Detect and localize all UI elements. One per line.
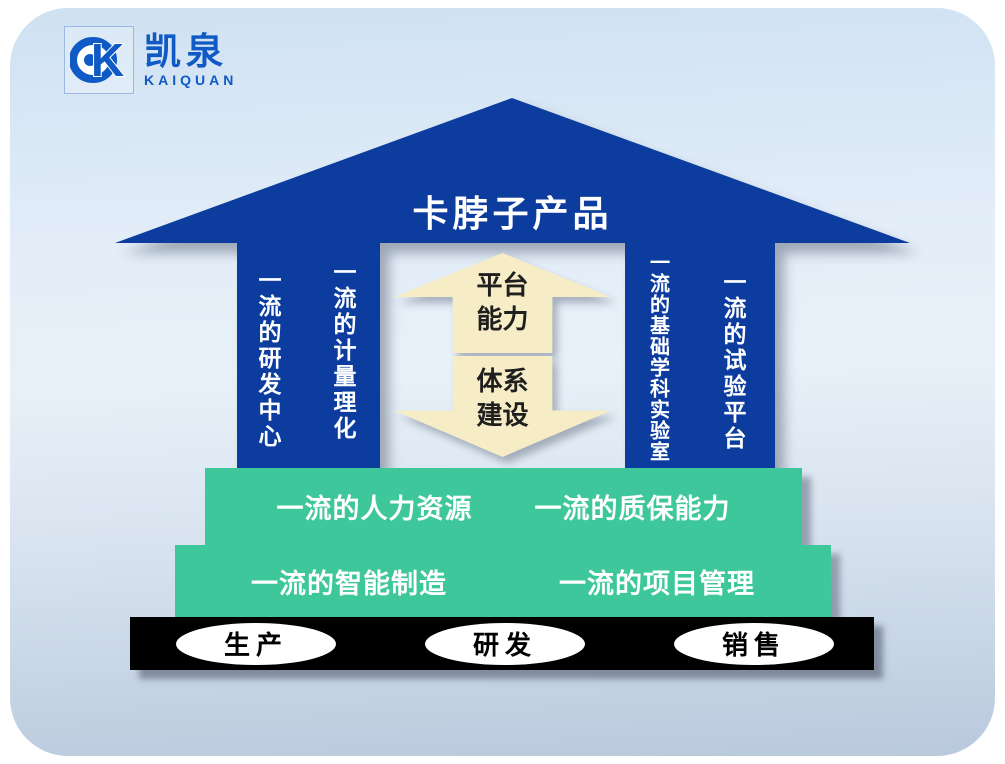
up-arrow-label-line1: 平台: [476, 270, 529, 300]
down-arrow: [394, 356, 611, 457]
base-ellipse-sales: 销售: [674, 622, 834, 665]
base-label-sales: 销售: [721, 630, 786, 660]
logo-en-name: KAIQUAN: [144, 72, 238, 88]
kaiquan-logo-icon: K: [64, 26, 134, 94]
logo-text: 凯泉 KAIQUAN: [144, 33, 237, 87]
down-arrow-label-line1: 体系: [476, 366, 529, 396]
foundation-label-hr: 一流的人力资源: [276, 494, 473, 524]
pillar-label-rd-center: 一流的研发中心: [255, 268, 281, 450]
down-arrow-label: 体系 建设: [394, 364, 611, 432]
foundation-label-project-management: 一流的项目管理: [559, 569, 755, 599]
down-arrow-label-line2: 建设: [476, 400, 529, 430]
foundation-label-qa: 一流的质保能力: [534, 494, 731, 524]
foundation-label-smart-manufacturing: 一流的智能制造: [251, 569, 447, 599]
foundation-bar-2: 一流的智能制造 一流的项目管理: [175, 545, 831, 618]
base-label-production: 生产: [223, 630, 288, 660]
logo-cn-name: 凯泉: [144, 31, 228, 72]
base-label-rd: 研发: [472, 630, 537, 660]
roof-title: 卡脖子产品: [412, 193, 613, 234]
base-ellipse-production: 生产: [176, 622, 336, 665]
svg-text:K: K: [91, 34, 124, 86]
up-arrow-label-line2: 能力: [476, 304, 529, 334]
pillar-label-metrology: 一流的计量理化: [330, 260, 356, 442]
up-arrow-label: 平台 能力: [394, 268, 611, 336]
pump-swirl-icon: K: [70, 33, 125, 87]
up-arrow: [394, 253, 611, 353]
base-ellipse-rd: 研发: [425, 622, 585, 665]
pillar-label-test-platform: 一流的试验平台: [720, 270, 746, 452]
kaiquan-logo: K 凯泉 KAIQUAN: [64, 26, 237, 94]
base-bar: 生产 研发 销售: [130, 617, 874, 670]
foundation-bar-1: 一流的人力资源 一流的质保能力: [205, 468, 802, 545]
pillar-label-basic-science-lab: 一流的基础学科实验室: [646, 252, 669, 462]
